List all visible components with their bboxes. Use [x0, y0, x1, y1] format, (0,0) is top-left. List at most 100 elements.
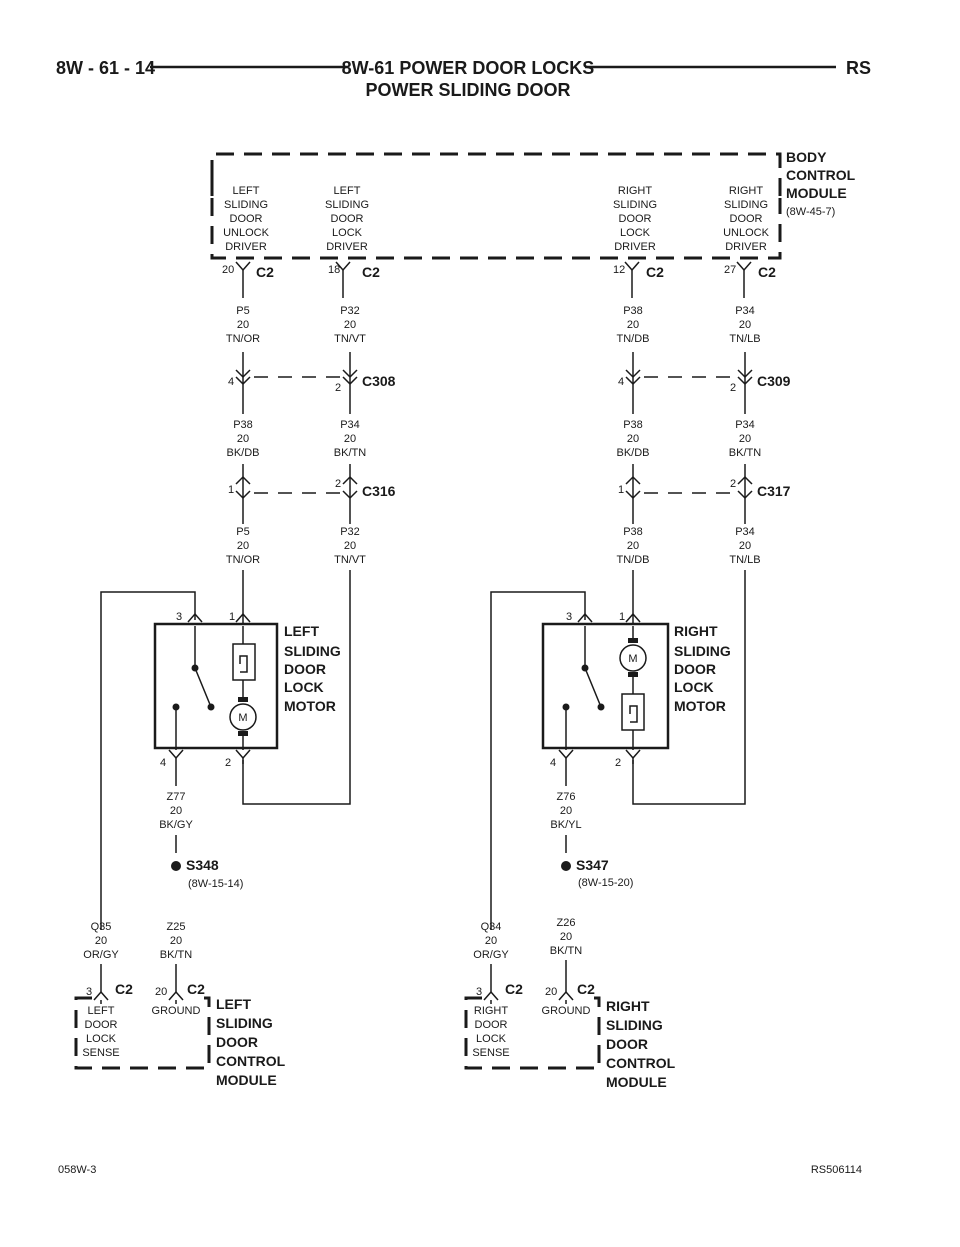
connector-pin: 27 C2 [724, 261, 776, 298]
svg-text:20: 20 [237, 540, 249, 552]
svg-text:TN/OR: TN/OR [226, 554, 260, 566]
svg-text:SLIDING: SLIDING [325, 199, 369, 211]
svg-text:TN/VT: TN/VT [334, 554, 366, 566]
svg-text:LEFT: LEFT [284, 623, 319, 639]
svg-text:2: 2 [335, 478, 341, 490]
switch-contact [597, 703, 605, 711]
svg-text:SENSE: SENSE [82, 1047, 119, 1059]
svg-text:12: 12 [613, 264, 625, 276]
circuit-breaker-icon [621, 693, 645, 731]
svg-text:RIGHT: RIGHT [474, 1005, 509, 1017]
svg-text:C308: C308 [362, 373, 396, 389]
svg-text:P5: P5 [236, 526, 249, 538]
svg-text:BK/TN: BK/TN [729, 447, 761, 459]
svg-text:DOOR: DOOR [331, 213, 364, 225]
svg-text:MODULE: MODULE [216, 1072, 277, 1088]
svg-text:P32: P32 [340, 526, 360, 538]
svg-text:(8W-15-14): (8W-15-14) [188, 878, 243, 890]
svg-text:DRIVER: DRIVER [614, 241, 656, 253]
wire-label: P38 20 BK/DB [616, 419, 649, 459]
svg-text:20: 20 [95, 935, 107, 947]
svg-text:TN/DB: TN/DB [617, 333, 650, 345]
svg-text:20: 20 [222, 264, 234, 276]
bcm-c2-pins: 20 C2 18 C2 12 C2 27 C2 [222, 261, 776, 298]
connector-c309: 4 2 C309 [618, 352, 791, 414]
svg-text:SLIDING: SLIDING [224, 199, 268, 211]
svg-text:C2: C2 [256, 264, 274, 280]
svg-text:DOOR: DOOR [606, 1036, 648, 1052]
svg-text:4: 4 [550, 757, 556, 769]
svg-text:P34: P34 [735, 419, 755, 431]
svg-text:C309: C309 [757, 373, 791, 389]
svg-text:MODULE: MODULE [606, 1074, 667, 1090]
svg-text:C316: C316 [362, 483, 396, 499]
left-lock-motor: 3 1 M 4 2 LEFT SLIDING DOOR LOCK MOTOR Z [83, 570, 351, 992]
svg-text:DOOR: DOOR [230, 213, 263, 225]
svg-text:BK/DB: BK/DB [616, 447, 649, 459]
svg-text:LOCK: LOCK [674, 679, 714, 695]
svg-text:20: 20 [560, 805, 572, 817]
svg-text:CONTROL: CONTROL [216, 1053, 286, 1069]
svg-text:20: 20 [485, 935, 497, 947]
svg-text:C2: C2 [115, 981, 133, 997]
svg-text:LOCK: LOCK [86, 1033, 117, 1045]
svg-text:SLIDING: SLIDING [674, 643, 731, 659]
wire-label: P38 20 TN/DB [617, 305, 650, 345]
wire-label: P5 20 TN/OR [226, 526, 260, 566]
svg-text:C2: C2 [187, 981, 205, 997]
svg-text:C2: C2 [505, 981, 523, 997]
svg-text:DOOR: DOOR [216, 1034, 258, 1050]
svg-text:UNLOCK: UNLOCK [723, 227, 770, 239]
svg-text:P5: P5 [236, 305, 249, 317]
svg-text:BK/GY: BK/GY [159, 819, 193, 831]
svg-text:C2: C2 [758, 264, 776, 280]
wire-label: P34 20 TN/LB [729, 526, 760, 566]
svg-text:SLIDING: SLIDING [613, 199, 657, 211]
svg-text:P38: P38 [623, 526, 643, 538]
svg-text:Q35: Q35 [91, 921, 112, 933]
right-lock-motor: 3 1 M 4 2 RIGHT SLIDING DOOR LOCK MOTOR … [473, 570, 746, 992]
svg-text:3: 3 [176, 611, 182, 623]
svg-text:P34: P34 [735, 526, 755, 538]
page-number: 8W - 61 - 14 [56, 58, 155, 78]
connector-pin: 12 C2 [613, 261, 664, 298]
svg-text:4: 4 [160, 757, 166, 769]
svg-text:LOCK: LOCK [476, 1033, 507, 1045]
svg-text:20: 20 [739, 319, 751, 331]
svg-text:TN/DB: TN/DB [617, 554, 650, 566]
svg-text:BK/TN: BK/TN [160, 949, 192, 961]
svg-text:UNLOCK: UNLOCK [223, 227, 270, 239]
svg-text:RIGHT: RIGHT [729, 185, 764, 197]
svg-text:C2: C2 [362, 264, 380, 280]
splice-dot [561, 861, 571, 871]
svg-text:OR/GY: OR/GY [83, 949, 119, 961]
svg-text:Z77: Z77 [167, 791, 186, 803]
svg-text:4: 4 [618, 376, 624, 388]
svg-text:20: 20 [155, 986, 167, 998]
wire-label: P38 20 TN/DB [617, 526, 650, 566]
switch-contact [207, 703, 215, 711]
svg-text:P38: P38 [233, 419, 253, 431]
svg-text:SLIDING: SLIDING [284, 643, 341, 659]
svg-text:GROUND: GROUND [542, 1005, 591, 1017]
svg-text:20: 20 [739, 433, 751, 445]
bcm-driver-left-lock: LEFT SLIDING DOOR LOCK DRIVER [325, 185, 369, 253]
svg-text:1: 1 [229, 611, 235, 623]
bcm-name-line: MODULE [786, 185, 847, 201]
svg-text:20: 20 [344, 433, 356, 445]
svg-text:LOCK: LOCK [332, 227, 363, 239]
wire-labels-middle: P38 20 BK/DB P34 20 BK/TN P38 20 BK/DB P… [226, 419, 761, 459]
splice-dot [171, 861, 181, 871]
left-door-control-module: 3 C2 20 C2 LEFT DOOR LOCK SENSE GROUND L… [74, 981, 286, 1088]
svg-text:20: 20 [627, 319, 639, 331]
svg-text:OR/GY: OR/GY [473, 949, 509, 961]
svg-text:3: 3 [476, 986, 482, 998]
svg-text:Z76: Z76 [557, 791, 576, 803]
wire-labels-upper: P5 20 TN/OR P32 20 TN/VT P38 20 TN/DB P3… [226, 305, 761, 345]
svg-text:Z25: Z25 [167, 921, 186, 933]
svg-text:C2: C2 [577, 981, 595, 997]
svg-text:MOTOR: MOTOR [284, 698, 336, 714]
svg-text:20: 20 [627, 433, 639, 445]
motor-icon [229, 703, 257, 731]
